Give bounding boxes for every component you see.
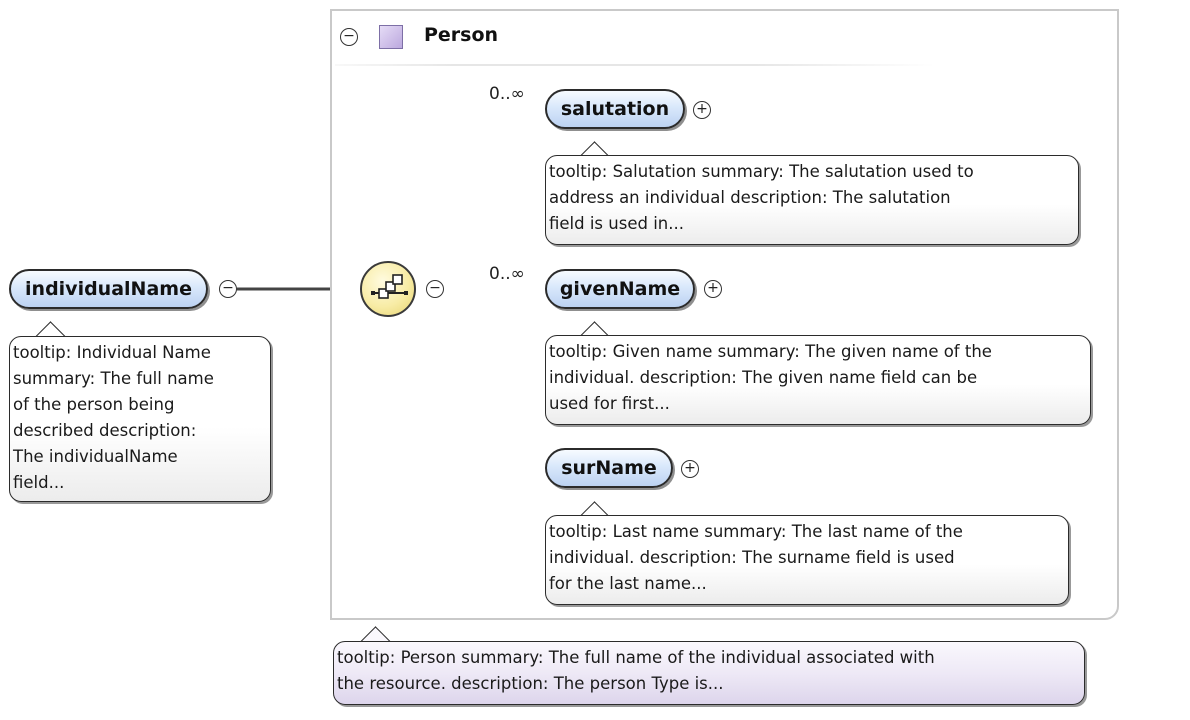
expand-salutation-toggle[interactable]: + [693,101,711,119]
tooltip-person-type: tooltip: Person summary: The full name o… [333,641,1085,705]
title-divider [335,64,935,66]
collapse-person-toggle[interactable]: − [340,28,358,46]
collapse-individualName-toggle[interactable]: − [219,280,237,298]
cardinality-label: 0..∞ [489,264,525,284]
element-salutation[interactable]: salutation [545,89,685,129]
expand-givenName-toggle[interactable]: + [704,280,722,298]
element-givenName[interactable]: givenName [545,269,695,309]
tooltip-salutation: tooltip: Salutation summary: The salutat… [545,155,1079,245]
collapse-sequence-toggle[interactable]: − [426,280,444,298]
expand-surName-toggle[interactable]: + [681,460,699,478]
element-individualName[interactable]: individualName [9,269,208,309]
type-title: Person [424,24,499,46]
sequence-compositor-icon [371,274,408,299]
sequence-compositor[interactable] [360,261,416,317]
complex-type-icon [379,25,403,49]
tooltip-givenName: tooltip: Given name summary: The given n… [545,335,1091,425]
tooltip-surName: tooltip: Last name summary: The last nam… [545,515,1069,605]
tooltip-individualName: tooltip: Individual Name summary: The fu… [9,336,271,502]
cardinality-label: 0..∞ [489,84,525,104]
element-surName[interactable]: surName [545,448,673,488]
